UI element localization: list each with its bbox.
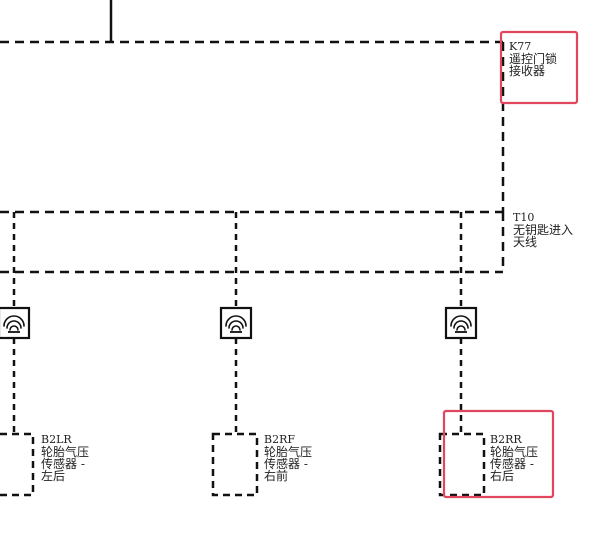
t10-label: T10 无钥匙进入 天线 <box>513 211 574 249</box>
t10-dashed-boundary <box>0 210 505 274</box>
antenna-icon <box>444 306 478 340</box>
k77-dashed-boundary <box>0 40 505 212</box>
sensor-boxes <box>0 432 486 497</box>
b2rr-sensor-box <box>438 432 486 497</box>
b2lr-name-line2: 传感器 - <box>41 457 85 471</box>
dashed-connectors <box>12 212 463 434</box>
antenna-icon <box>219 306 253 340</box>
t10-name-line1: 无钥匙进入 <box>513 223 574 237</box>
t10-code: T10 <box>513 211 535 224</box>
k77-highlight-box <box>499 30 579 105</box>
b2rr-name-line2: 传感器 - <box>490 457 534 471</box>
b2lr-label: B2LR 轮胎气压 传感器 - 左后 <box>41 433 90 483</box>
b2rr-name-line3: 右后 <box>490 469 515 483</box>
b2rr-highlight-box <box>442 409 555 499</box>
k77-code: K77 <box>509 40 532 53</box>
b2lr-code: B2LR <box>41 433 72 446</box>
b2rf-name-line3: 右前 <box>264 469 289 483</box>
b2rf-name-line2: 传感器 - <box>264 457 308 471</box>
k77-name-line1: 遥控门锁 <box>509 52 558 66</box>
antenna-icon <box>0 306 31 340</box>
b2lr-sensor-box <box>0 432 35 497</box>
b2rr-label: B2RR 轮胎气压 传感器 - 右后 <box>490 433 539 483</box>
b2rr-code: B2RR <box>490 433 522 446</box>
b2rf-sensor-box <box>211 432 259 497</box>
k77-label: K77 遥控门锁 接收器 <box>509 40 558 78</box>
b2lr-name-line3: 左后 <box>41 469 66 483</box>
b2rf-code: B2RF <box>264 433 295 446</box>
b2rr-name-line1: 轮胎气压 <box>490 445 539 459</box>
t10-name-line2: 天线 <box>513 235 538 249</box>
b2rf-name-line1: 轮胎气压 <box>264 445 313 459</box>
k77-name-line2: 接收器 <box>509 64 546 78</box>
b2rf-label: B2RF 轮胎气压 传感器 - 右前 <box>264 433 313 483</box>
b2lr-name-line1: 轮胎气压 <box>41 445 90 459</box>
